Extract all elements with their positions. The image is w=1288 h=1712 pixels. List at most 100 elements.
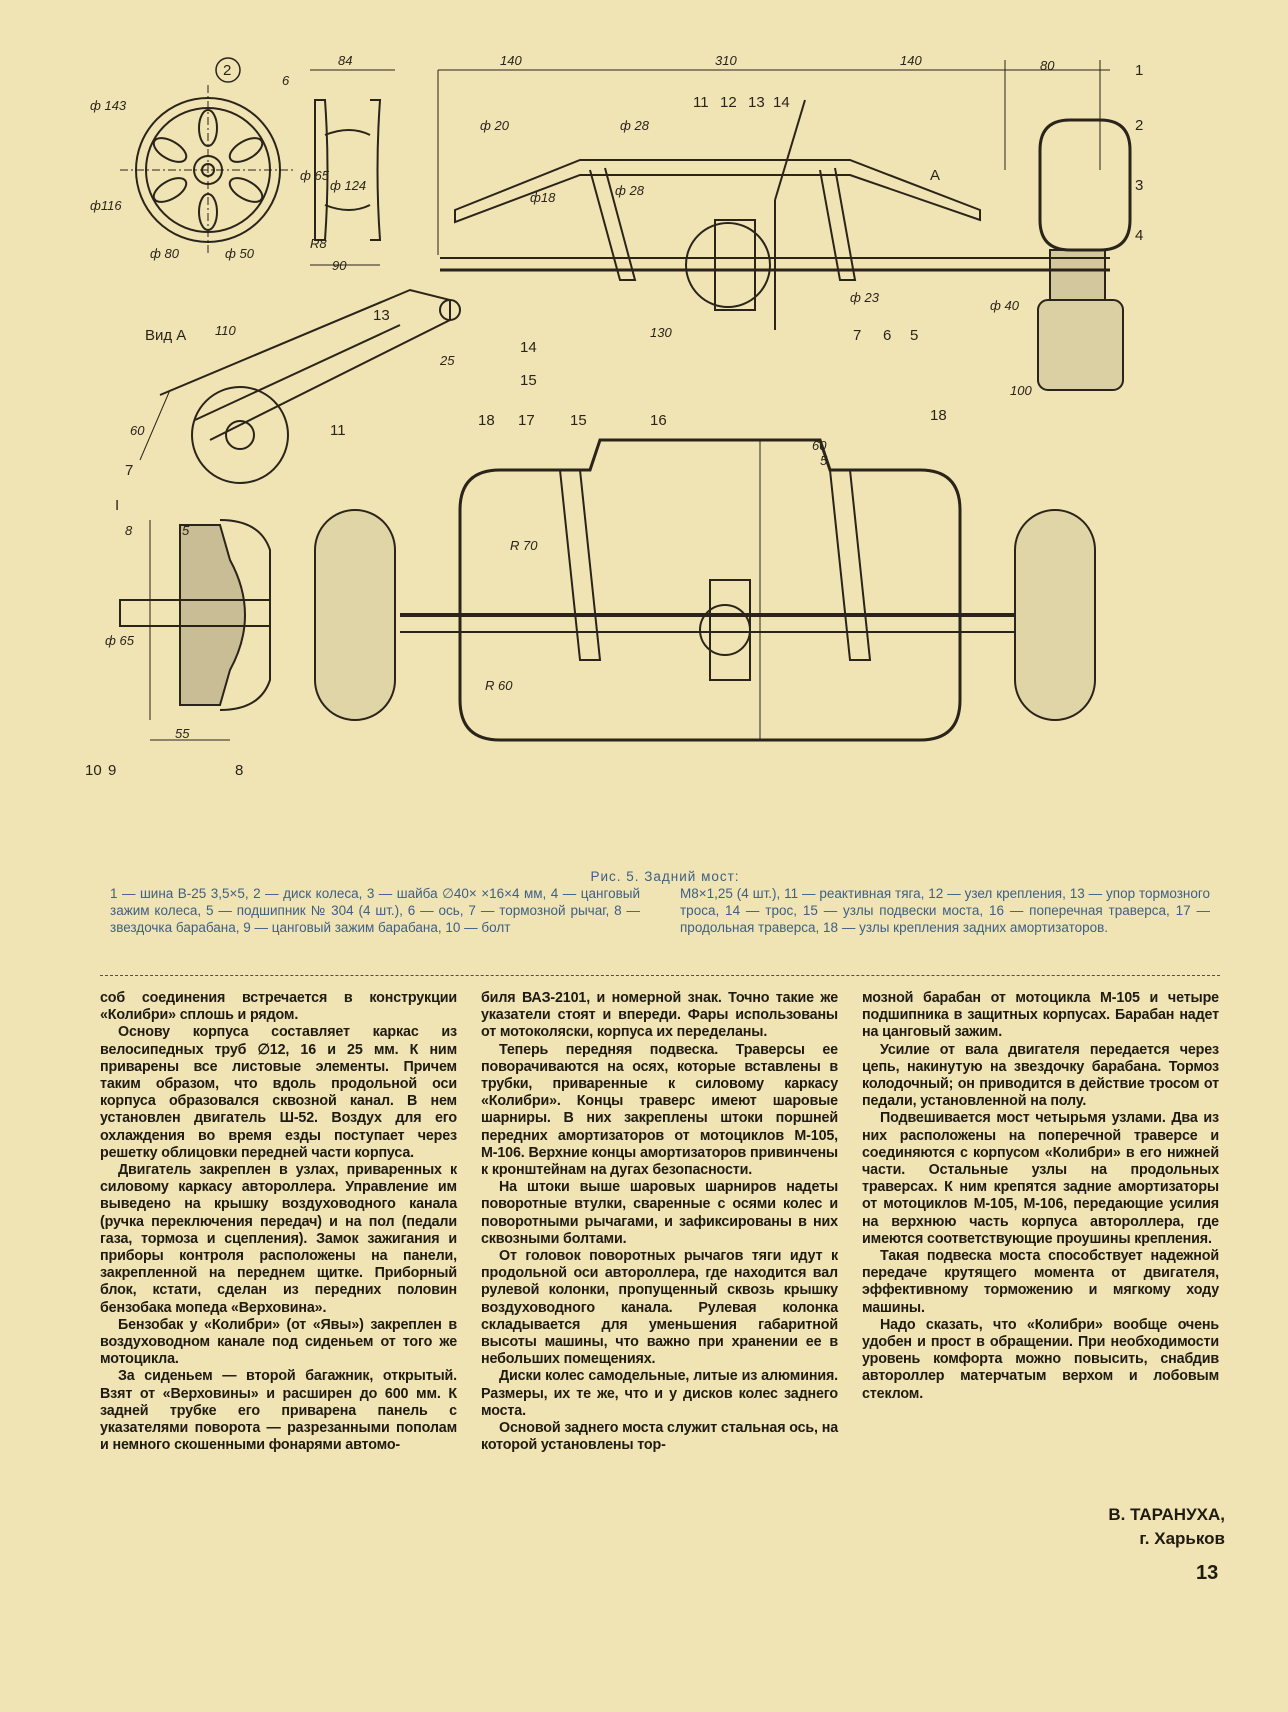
dim-w60a: 60 <box>130 423 145 438</box>
dim-w140b: 140 <box>900 53 922 68</box>
article-column-1: соб соединения встречается в конструкции… <box>100 990 457 1454</box>
callout-plan-17: 17 <box>518 412 535 429</box>
paragraph: Подвешивается мост четырьмя узлами. Два … <box>862 1110 1219 1247</box>
dim-d143: ф 143 <box>90 98 127 113</box>
dim-d65b: ф 65 <box>105 633 135 648</box>
dim-d20: ф 20 <box>480 118 510 133</box>
wheel-disc-section <box>310 69 395 266</box>
author-signature: В. ТАРАНУХА, г. Харьков <box>1050 1503 1225 1551</box>
dim-w80: 80 <box>1040 58 1055 73</box>
dim-w110: 110 <box>215 323 236 338</box>
callout-view-13: 13 <box>373 307 390 324</box>
dim-d80: ф 80 <box>150 246 180 261</box>
wheel-disc-front-view <box>120 85 296 255</box>
caption-left: 1 — шина В-25 3,5×5, 2 — диск колеса, 3 … <box>110 886 640 935</box>
dim-w100: 100 <box>1010 383 1032 398</box>
caption-right: М8×1,25 (4 шт.), 11 — реактивная тяга, 1… <box>680 886 1210 935</box>
rear-axle-technical-drawing: 2 ф 143 ф116 ф 80 ф 50 84 6 ф 65 ф 124 R… <box>60 40 1220 880</box>
label-vid-a: Вид А <box>145 327 186 344</box>
rear-axle-plan-view <box>314 438 1096 742</box>
dim-w60b: 60 <box>812 438 827 453</box>
paragraph: Усилие от вала двигателя передается чере… <box>862 1041 1219 1110</box>
paragraph: Теперь передняя подвеска. Траверсы ее по… <box>481 1041 838 1179</box>
article-column-3: мозной барабан от мотоцикла М-105 и четы… <box>862 990 1219 1454</box>
brake-drum-top <box>685 99 806 330</box>
dim-w90: 90 <box>332 258 347 273</box>
dim-d50: ф 50 <box>225 246 255 261</box>
callout-13: 13 <box>748 94 765 111</box>
paragraph: От головок поворотных рычагов тяги идут … <box>481 1248 838 1368</box>
paragraph: Основой заднего моста служит стальная ос… <box>481 1420 838 1454</box>
paragraph: биля ВАЗ-2101, и номерной знак. Точно та… <box>481 990 838 1041</box>
dim-d124: ф 124 <box>330 178 366 193</box>
paragraph: На штоки выше шаровых шарниров надеты по… <box>481 1179 838 1247</box>
paragraph: Диски колес самодельные, литые из алюмин… <box>481 1368 838 1419</box>
callout-section-9: 9 <box>108 762 116 779</box>
caption-divider <box>100 975 1220 976</box>
paragraph: Двигатель закреплен в узлах, приваренных… <box>100 1162 457 1316</box>
callout-section-8: 8 <box>235 762 243 779</box>
paragraph: Бензобак у «Колибри» (от «Явы») закрепле… <box>100 1316 457 1368</box>
dim-d116: ф116 <box>90 198 122 213</box>
dim-w5b: 5 <box>820 453 828 468</box>
paragraph: Такая подвеска моста способствует надежн… <box>862 1248 1219 1316</box>
dim-w25: 25 <box>439 353 455 368</box>
dim-w8: 8 <box>125 523 133 538</box>
callout-view-15: 15 <box>520 372 537 389</box>
callout-view-11: 11 <box>330 422 346 439</box>
figure-caption: Рис. 5. Задний мост: 1 — шина В-25 3,5×5… <box>110 868 1220 936</box>
caption-title: Рис. 5. Задний мост: <box>590 869 740 884</box>
dim-w6: 6 <box>282 73 290 88</box>
dim-d28a: ф 28 <box>620 118 650 133</box>
author-name: В. ТАРАНУХА, <box>1108 1505 1225 1524</box>
tyre-section-right <box>1037 118 1132 391</box>
drawing-svg: 2 ф 143 ф116 ф 80 ф 50 84 6 ф 65 ф 124 R… <box>85 53 1143 779</box>
label-arrow-a: А <box>930 167 940 184</box>
callout-view-7: 7 <box>125 462 133 479</box>
callout-12: 12 <box>720 94 737 111</box>
section-i-hub <box>119 519 271 741</box>
article-body: соб соединения встречается в конструкции… <box>100 990 1220 1454</box>
callout-7: 7 <box>853 327 861 344</box>
dim-r60: R 60 <box>485 678 513 693</box>
author-city: г. Харьков <box>1139 1529 1225 1548</box>
callout-plan-18b: 18 <box>930 407 947 424</box>
callout-plan-15: 15 <box>570 412 587 429</box>
article-column-2: биля ВАЗ-2101, и номерной знак. Точно та… <box>481 990 838 1454</box>
dim-w84: 84 <box>338 53 352 68</box>
figure-number: 2 <box>223 62 231 79</box>
dim-r70: R 70 <box>510 538 538 553</box>
dim-r8: R8 <box>310 236 327 251</box>
callout-2: 2 <box>1135 117 1143 134</box>
paragraph: Основу корпуса составляет каркас из вело… <box>100 1024 457 1161</box>
callout-view-14: 14 <box>520 339 537 356</box>
callout-4: 4 <box>1135 227 1143 244</box>
callout-3: 3 <box>1135 177 1143 194</box>
callout-5: 5 <box>910 327 918 344</box>
dim-w5a: 5 <box>182 523 190 538</box>
callout-1: 1 <box>1135 62 1143 79</box>
callout-plan-16: 16 <box>650 412 667 429</box>
dim-w140a: 140 <box>500 53 522 68</box>
label-section-i: I <box>115 497 119 514</box>
dim-d23: ф 23 <box>850 290 880 305</box>
callout-11: 11 <box>693 94 709 111</box>
dim-d28b: ф 28 <box>615 183 645 198</box>
dim-w130: 130 <box>650 325 672 340</box>
dim-w55: 55 <box>175 726 190 741</box>
dim-d65a: ф 65 <box>300 168 330 183</box>
paragraph: Надо сказать, что «Колибри» вообще очень… <box>862 1316 1219 1402</box>
callout-6: 6 <box>883 327 891 344</box>
view-a-brake-arm <box>139 288 461 484</box>
dim-d40: ф 40 <box>990 298 1020 313</box>
frame-top-view <box>437 60 1110 281</box>
paragraph: мозной барабан от мотоцикла М-105 и четы… <box>862 990 1219 1041</box>
paragraph: соб соединения встречается в конструкции… <box>100 990 457 1024</box>
callout-14: 14 <box>773 94 790 111</box>
dim-w310: 310 <box>715 53 737 68</box>
dim-d18: ф18 <box>530 190 556 205</box>
page-number: 13 <box>1196 1562 1219 1584</box>
callout-plan-18a: 18 <box>478 412 495 429</box>
callout-section-10: 10 <box>85 762 102 779</box>
